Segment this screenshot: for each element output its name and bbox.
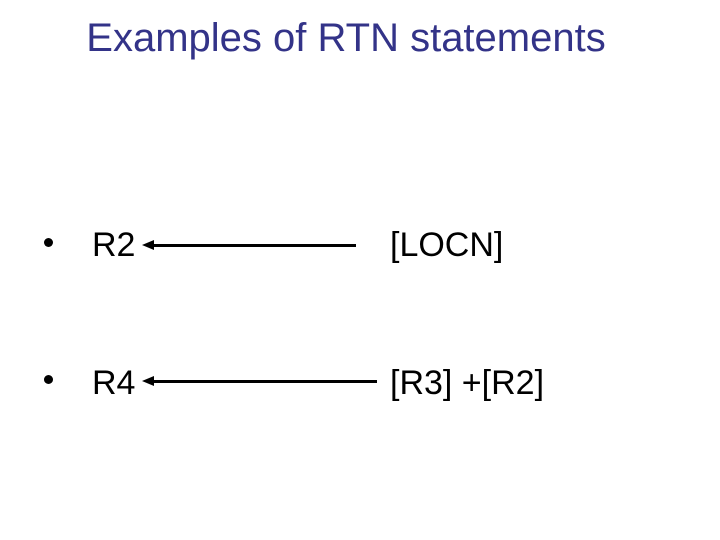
left-arrow-icon	[154, 380, 377, 383]
expression-label: [LOCN]	[390, 226, 504, 264]
bullet-icon	[44, 238, 53, 247]
left-arrow-icon	[154, 244, 356, 247]
bullet-icon	[44, 375, 53, 384]
slide-title: Examples of RTN statements	[86, 16, 606, 60]
register-label: R2	[92, 226, 136, 264]
register-label: R4	[92, 364, 136, 402]
expression-label: [R3] +[R2]	[390, 364, 545, 402]
